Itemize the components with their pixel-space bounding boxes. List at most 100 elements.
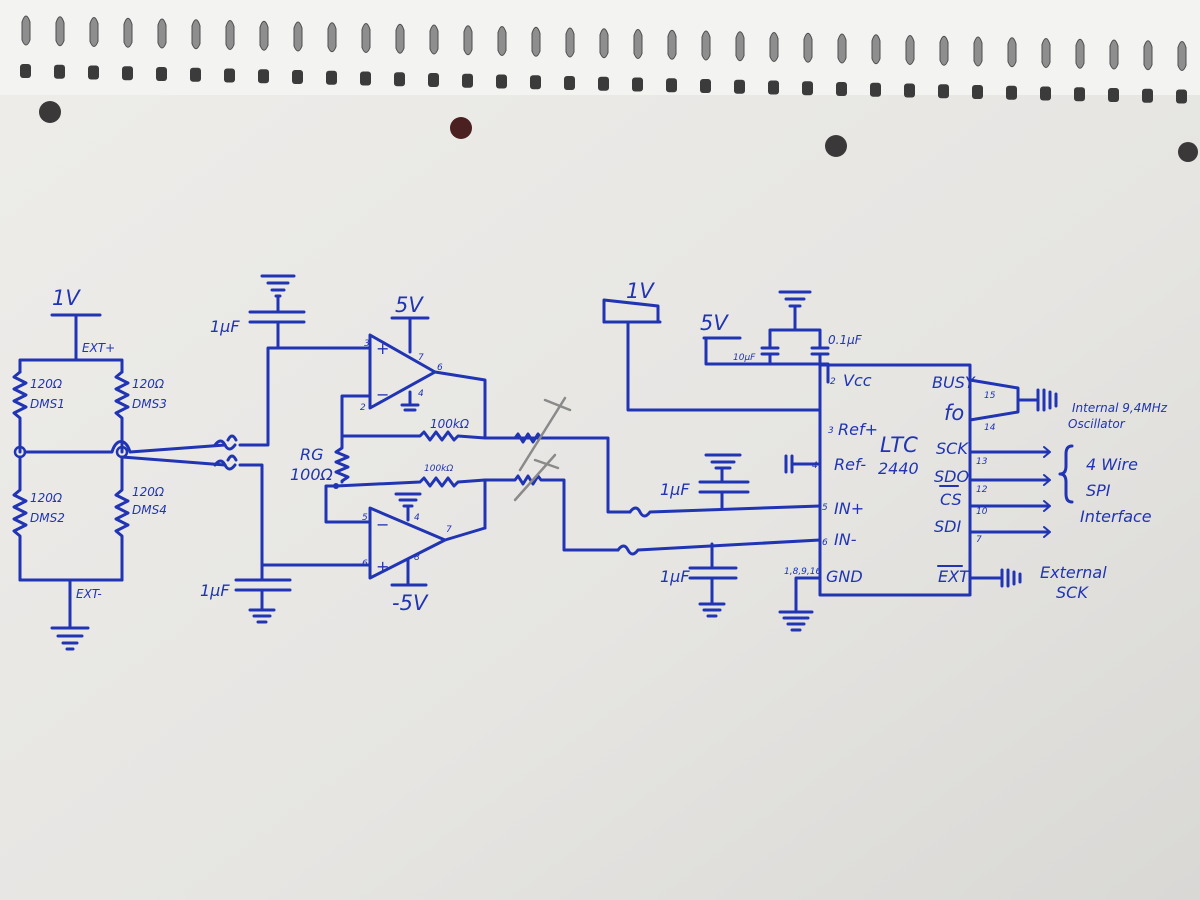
wheatstone-bridge: 1V EXT+ 120Ω DMS1 120Ω DMS3 120Ω DMS2 12… [12,286,227,651]
spiral-hole [598,76,609,91]
spiral-coil [837,33,847,64]
spiral-coil [1177,41,1187,71]
spiral-coil [55,16,65,47]
rf-top-label: 100kΩ [430,417,470,431]
chip-name-line2: 2440 [878,459,919,478]
osc-label-1: Internal 9,4MHz [1072,401,1168,415]
u1-minus: − [376,385,389,404]
amp-input-top-wire [238,346,372,447]
adc-ground-icon [778,576,822,632]
spiral-hole [54,64,65,79]
cap-vcc-b-label: 0.1µF [828,333,863,347]
amp-top-cap-label: 1µF [210,317,240,336]
spiral-hole [768,80,779,95]
spiral-coil [463,25,473,56]
spiral-hole [1040,86,1051,101]
spi-label-2: SPI [1086,481,1111,500]
exc-minus-label: EXT- [76,587,102,601]
ext-label-1: External [1040,563,1107,582]
u1-feedback-wire [340,394,372,438]
spiral-coil [1075,38,1085,69]
spiral-coil [1109,39,1119,70]
dms3-name: DMS3 [132,397,167,411]
ref-minus-ground [784,454,822,474]
u2-minus: − [376,515,389,534]
spiral-hole [20,64,31,78]
spiral-hole [496,74,507,89]
spiral-hole [1142,88,1153,103]
rf-bottom-resistor [334,476,487,530]
spiral-coil [1041,38,1051,68]
in-plus-capacitor [698,453,750,510]
exc-plus-label: EXT+ [82,341,115,355]
u1-pin-b: 2 [360,403,366,413]
pin-name-in-minus: IN- [834,530,857,549]
spiral-coil [531,26,541,57]
spiral-hole [904,83,915,98]
spiral-hole [360,71,371,86]
bridge-top-wire [18,358,124,374]
in-minus-cap-label: 1µF [660,567,690,586]
spiral-coil [939,35,949,66]
pin-num-gnd: 1,8,9,16 [784,567,821,577]
amp-top-ground-icon [260,274,296,298]
amp-input-bottom-wire [238,463,372,567]
pin-name-fo: fo [944,401,964,425]
u2-ground-icon [394,492,422,522]
spiral-coil [157,18,167,49]
punch-hole-2 [450,117,472,139]
spiral-coil [667,29,677,60]
spiral-hole [394,72,405,87]
chip-name-line1: LTC [880,433,918,457]
spiral-coil [89,17,99,47]
rg-name: RG [300,445,324,464]
spi-arrow-icons [1043,446,1051,538]
spi-lines [968,450,1050,534]
pin-num-cs: 10 [976,507,988,517]
spiral-coil [871,34,881,65]
spiral-hole [734,79,745,94]
spi-label-1: 4 Wire [1086,455,1138,474]
in-minus-capacitor [688,542,738,618]
spiral-coil [1007,37,1017,68]
spiral-hole [1006,85,1017,100]
spiral-hole [802,81,813,96]
spiral-hole [530,75,541,90]
spiral-coil [123,17,133,48]
spiral-binding [20,15,1187,104]
amp-top-capacitor [248,294,306,350]
spiral-hole [326,70,337,85]
pin-num-sdo: 12 [976,485,988,495]
pin-name-ref-minus: Ref- [834,455,866,474]
spiral-coil [701,30,711,61]
cap-vcc-a-label: 10µF [733,353,756,363]
dms4-resistor [114,455,130,582]
pin-num-in-minus: 6 [822,538,828,548]
bridge-right-output-wire [120,455,227,467]
amp-bottom-cap-label: 1µF [200,581,230,600]
u2-pin-c: 7 [446,525,452,535]
u2-feedback-wire [324,484,372,524]
spiral-coil [259,20,269,51]
spiral-coil [735,31,745,62]
output-resistor-bottom [483,474,620,552]
pin-num-in-plus: 5 [822,503,828,513]
spiral-hole [156,67,167,81]
adc-section: 1V 5V 10µF 0.1µF LTC 2440 2 Vcc 3 Ref+ 4… [602,279,1168,632]
pin-num-busy: 15 [984,391,996,401]
spi-brace [1058,444,1074,504]
u2-pin-d: 4 [414,513,420,523]
u1-pin-e: 6 [437,363,443,373]
u2-pin-e: 8 [414,553,420,563]
spiral-coil [327,22,337,53]
spiral-hole [1074,87,1085,102]
ext-label-2: SCK [1056,583,1089,602]
u2-plus: + [376,557,389,576]
u1-ground-icon [400,390,420,412]
spiral-coil [21,15,31,46]
u1-pin-d: 4 [418,389,424,399]
pin-num-ref-plus: 3 [828,426,834,436]
amp-bottom-capacitor [234,563,292,624]
spiral-coil [1143,40,1153,71]
